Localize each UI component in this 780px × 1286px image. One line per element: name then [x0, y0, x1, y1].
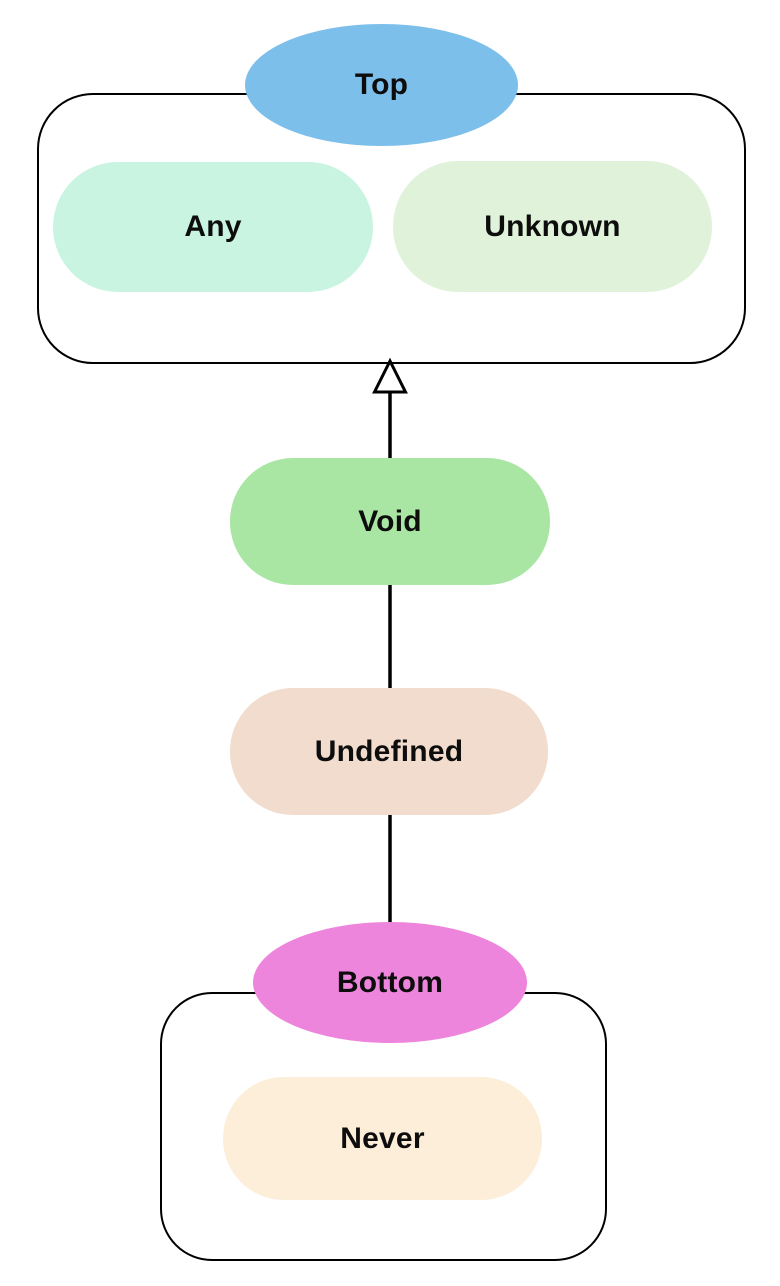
node-never-label: Never: [340, 1121, 425, 1155]
node-void: Void: [230, 458, 550, 585]
node-never: Never: [223, 1077, 542, 1200]
node-top-label: Top: [354, 68, 409, 101]
node-bottom-label: Bottom: [336, 965, 444, 999]
node-undefined-label: Undefined: [314, 734, 464, 768]
node-any-label: Any: [184, 210, 242, 243]
node-unknown-label: Unknown: [484, 209, 621, 243]
node-unknown: Unknown: [393, 161, 712, 292]
node-undefined: Undefined: [230, 688, 548, 815]
node-void-label: Void: [358, 504, 422, 538]
hollow-triangle-arrowhead-icon: [372, 357, 408, 394]
node-top: Top: [245, 24, 518, 146]
node-bottom: Bottom: [253, 922, 527, 1043]
node-any: Any: [53, 162, 373, 292]
